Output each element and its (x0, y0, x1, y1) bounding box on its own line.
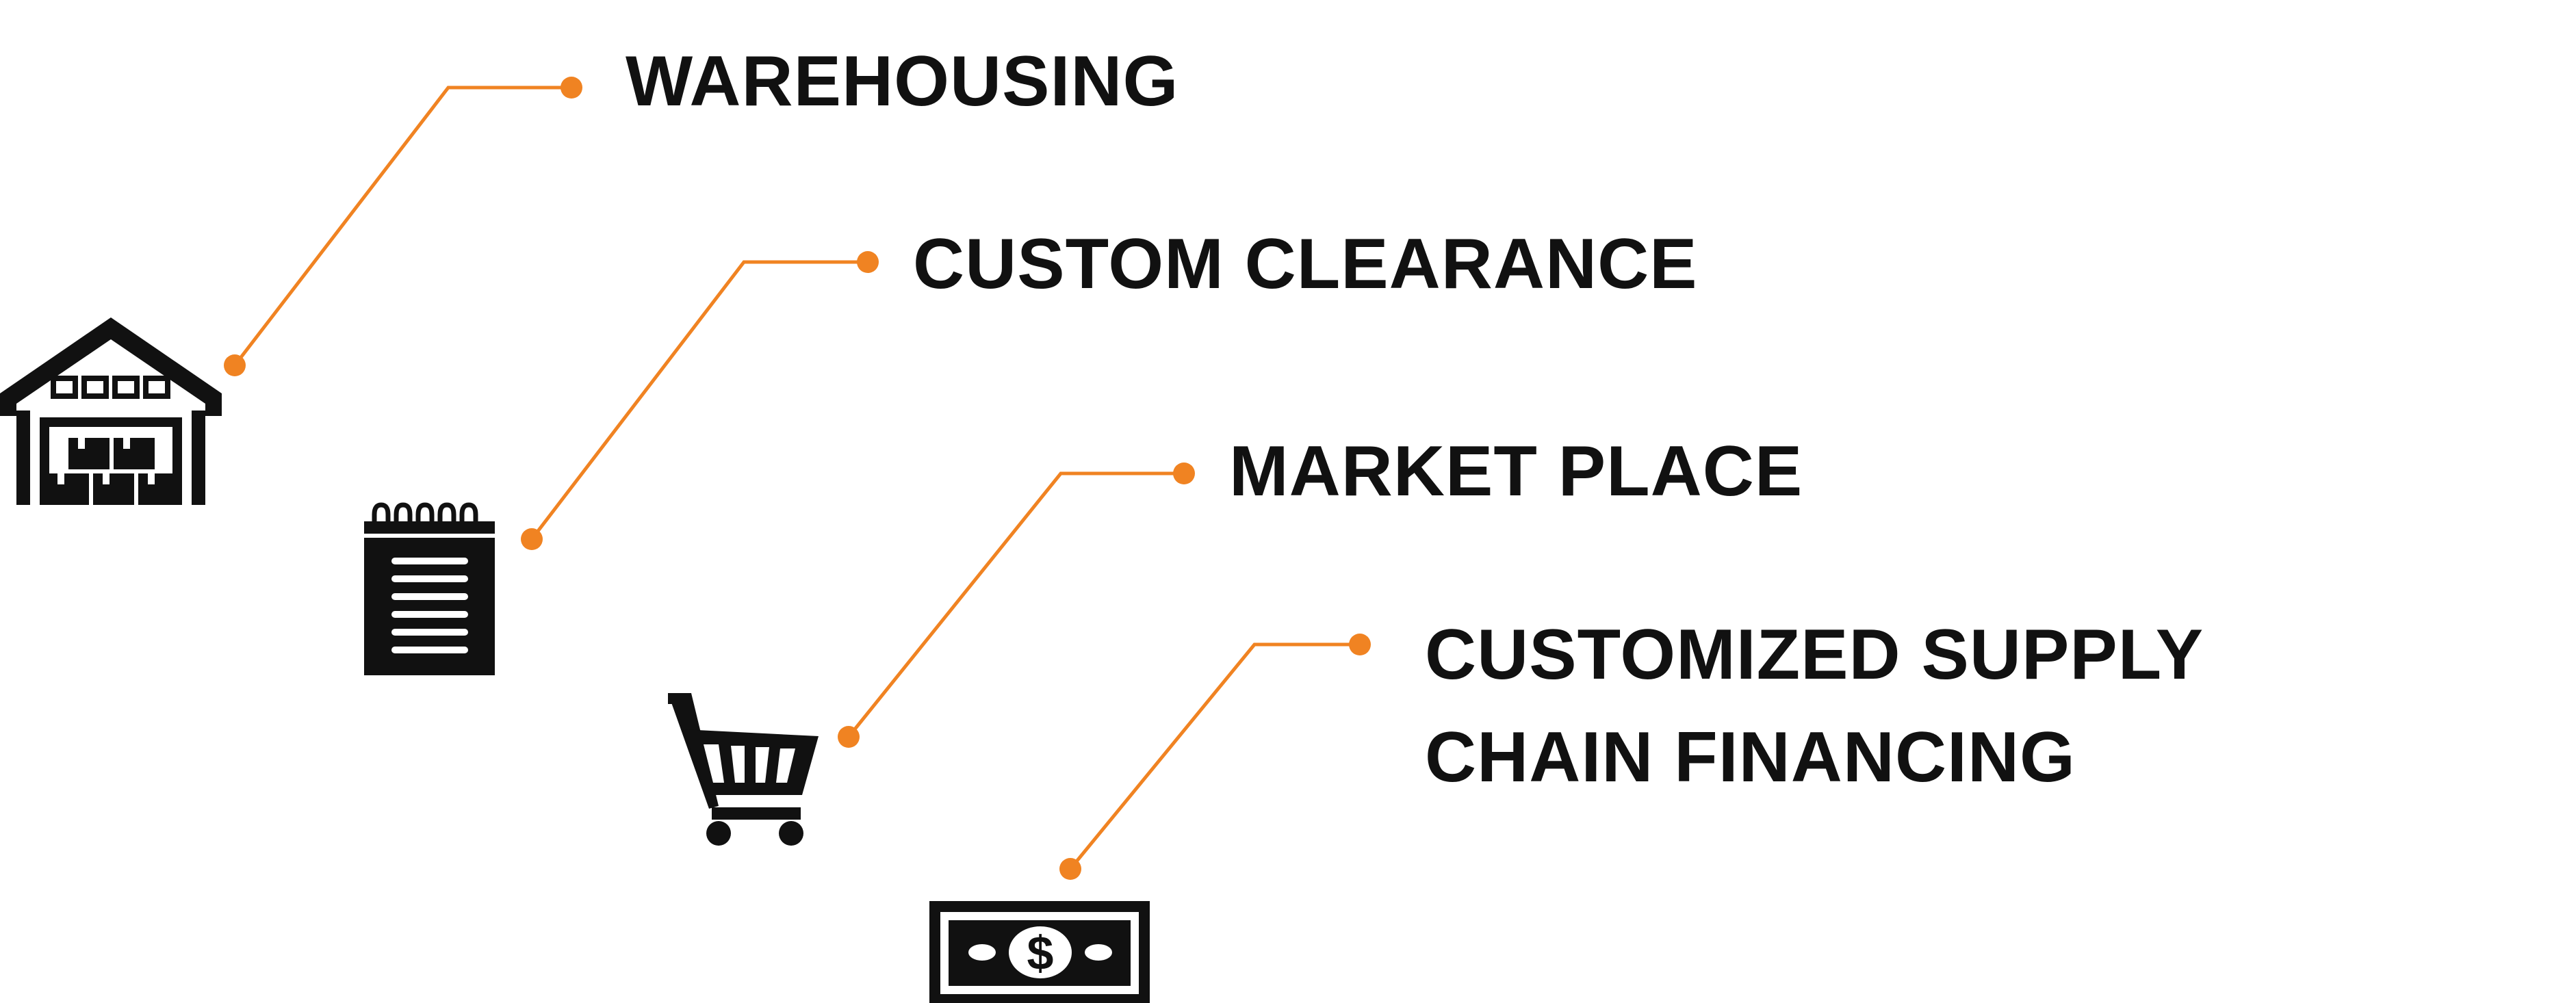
connector-supply-chain-financing (1059, 634, 1371, 880)
dollar-bill-icon: $ (929, 901, 1150, 1003)
service-label-line: WAREHOUSING (626, 42, 1179, 121)
service-label-custom-clearance: CUSTOM CLEARANCE (913, 213, 1698, 315)
warehouse-icon (0, 317, 222, 505)
connector-custom-clearance (521, 251, 879, 550)
notepad-icon (364, 502, 495, 675)
shopping-cart-icon (668, 693, 819, 846)
svg-text:$: $ (1027, 926, 1054, 980)
service-label-warehousing: WAREHOUSING (626, 30, 1178, 133)
connector-warehousing (224, 77, 582, 376)
service-label-line: CUSTOMIZED SUPPLY (1425, 615, 2204, 694)
service-label-line: CHAIN FINANCING (1425, 718, 2076, 797)
service-label-line: MARKET PLACE (1229, 432, 1803, 511)
service-label-market-place: MARKET PLACE (1229, 420, 1803, 523)
service-label-supply-chain-financing: CUSTOMIZED SUPPLY CHAIN FINANCING (1425, 603, 2204, 809)
service-label-line: CUSTOM CLEARANCE (913, 224, 1698, 304)
connector-market-place (838, 463, 1195, 748)
